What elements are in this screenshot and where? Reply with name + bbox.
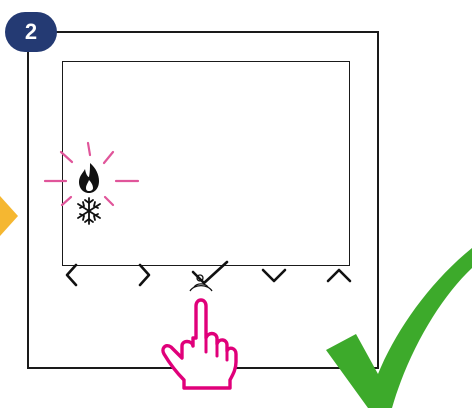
left-button[interactable] [55, 260, 89, 290]
right-button[interactable] [127, 260, 161, 290]
thermostat-screen [62, 61, 350, 266]
chevron-right-icon [132, 262, 156, 288]
side-arrow-icon [0, 196, 18, 236]
step-badge: 2 [5, 12, 57, 52]
success-checkmark-icon [326, 248, 472, 408]
down-button[interactable] [257, 260, 291, 290]
chevron-down-icon [260, 263, 288, 287]
step-number: 2 [25, 19, 37, 45]
pointing-hand-icon [160, 272, 238, 390]
chevron-left-icon [60, 262, 84, 288]
